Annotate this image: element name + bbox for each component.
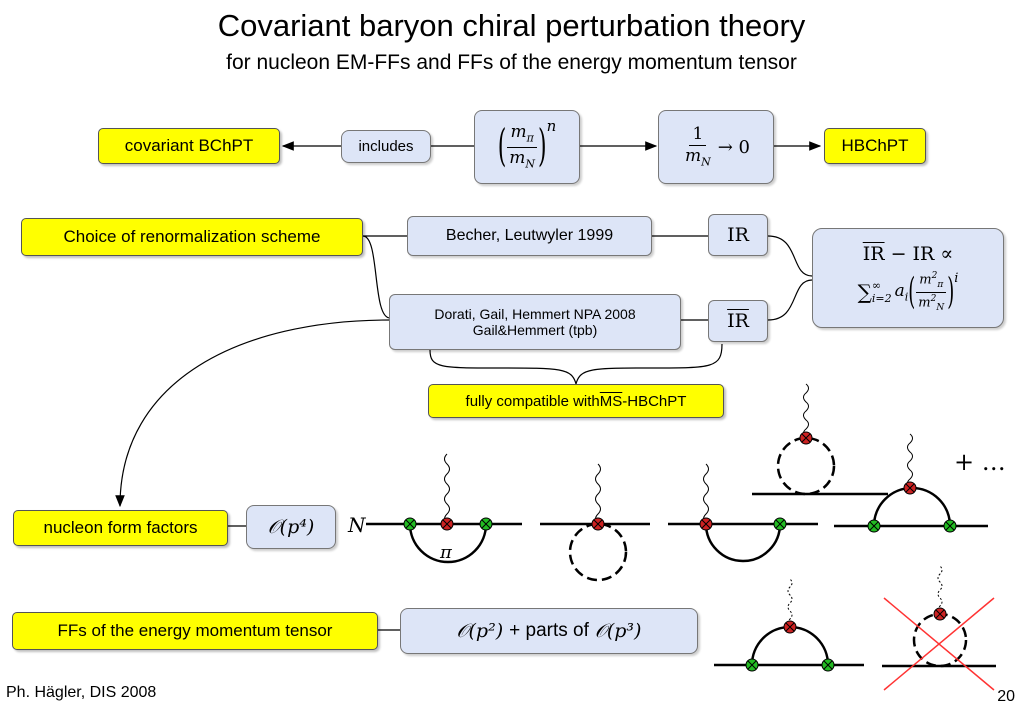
plus-dots-label: + … xyxy=(954,448,1006,476)
pion-label: π xyxy=(439,542,453,563)
vertex-red xyxy=(591,517,605,531)
vertex-red xyxy=(903,481,917,495)
ir-label: IR xyxy=(727,224,749,246)
vertex-markers xyxy=(403,431,957,672)
sum-left-paren: ( xyxy=(908,271,916,313)
renorm-choice-label: Choice of renormalization scheme xyxy=(63,227,321,246)
dorati-line2: Gail&Hemmert (tpb) xyxy=(472,322,598,338)
limit-box: 1 mN → 0 xyxy=(658,110,774,184)
ir-difference-rest: − IR ∝ xyxy=(890,243,954,266)
vertex-red xyxy=(440,517,454,531)
right-paren: ) xyxy=(538,122,547,172)
nucleon-label: N xyxy=(347,513,367,537)
ir-box: IR xyxy=(708,214,768,256)
order-p3-label: 𝒪(p³) xyxy=(594,620,642,642)
vertex-green xyxy=(479,517,493,531)
dorati-box: Dorati, Gail, Hemmert NPA 2008 Gail&Hemm… xyxy=(389,294,681,350)
sum-coefficient: a xyxy=(894,280,905,301)
limit-fraction: 1 mN xyxy=(682,124,714,170)
order-p4-box: 𝒪(p⁴) xyxy=(246,505,336,549)
nucleon-ff-box: nucleon form factors xyxy=(13,510,228,546)
ir-difference-sum: ∑ ∞ i=2 ai ( m2π m2N ) i xyxy=(858,271,959,313)
limit-denominator-sub: N xyxy=(701,155,711,169)
sum-symbol: ∑ xyxy=(857,280,872,304)
vertex-red xyxy=(799,431,813,445)
cross-line-2 xyxy=(883,597,995,691)
ratio-numerator: m xyxy=(510,122,527,143)
order-p2-box: 𝒪(p²) + parts of 𝒪(p³) xyxy=(400,608,698,654)
vertex-green xyxy=(773,517,787,531)
slide-subtitle: for nucleon EM-FFs and FFs of the energy… xyxy=(226,51,797,74)
vertex-green xyxy=(403,517,417,531)
parts-of-label: + parts of xyxy=(509,620,589,641)
sum-limits: ∞ i=2 xyxy=(872,279,892,305)
covariant-bchpt-label: covariant BChPT xyxy=(124,136,254,155)
order-p2-label: 𝒪(p²) xyxy=(456,620,504,642)
irbar-label: IR xyxy=(727,310,749,332)
mass-ratio-fraction: mπ mN xyxy=(506,123,538,170)
footer-author: Ph. Hägler, DIS 2008 xyxy=(6,684,157,701)
hbchpt-box: HBChPT xyxy=(824,128,926,164)
ratio-exponent: n xyxy=(546,117,557,135)
vertex-green xyxy=(821,658,835,672)
feynman-diagram-7 xyxy=(882,565,996,691)
limit-denominator: m xyxy=(684,146,702,167)
sum-upper: ∞ xyxy=(871,279,882,292)
becher-box: Becher, Leutwyler 1999 xyxy=(407,216,652,256)
vertex-green xyxy=(867,519,881,533)
becher-label: Becher, Leutwyler 1999 xyxy=(445,227,614,244)
vertex-green xyxy=(943,519,957,533)
hbchpt-label: HBChPT xyxy=(841,136,909,155)
feynman-diagram-1: N π xyxy=(347,453,522,564)
slide-title: Covariant baryon chiral perturbation the… xyxy=(217,8,806,43)
nucleon-ff-label: nucleon form factors xyxy=(43,518,198,537)
irbar-box: IR xyxy=(708,300,768,342)
vertex-green xyxy=(745,658,759,672)
compatible-suffix: -HBChPT xyxy=(622,392,687,410)
renorm-choice-box: Choice of renormalization scheme xyxy=(21,218,363,256)
compatible-prefix: fully compatible with xyxy=(465,392,600,410)
ir-difference-box: IR − IR ∝ ∑ ∞ i=2 ai ( m2π m2N ) i xyxy=(812,228,1004,328)
covariant-bchpt-box: covariant BChPT xyxy=(98,128,280,164)
vertex-red xyxy=(783,620,797,634)
sum-lower: i=2 xyxy=(871,292,892,305)
ir-difference-line1: IR − IR ∝ xyxy=(863,243,954,265)
sum-exponent: i xyxy=(954,271,959,287)
includes-box: includes xyxy=(341,130,431,163)
compatible-box: fully compatible with MS-HBChPT xyxy=(428,384,724,418)
compatible-ms: MS xyxy=(599,392,623,410)
vertex-red xyxy=(933,607,947,621)
order-p4-label: 𝒪(p⁴) xyxy=(267,516,315,538)
ff-emt-label: FFs of the energy momentum tensor xyxy=(57,621,333,640)
limit-arrow: → 0 xyxy=(717,136,750,158)
irbar-symbol: IR xyxy=(862,243,885,266)
page-number: 20 xyxy=(997,688,1015,705)
sum-coefficient-sub: i xyxy=(904,290,909,304)
vertex-red xyxy=(699,517,713,531)
dorati-line1: Dorati, Gail, Hemmert NPA 2008 xyxy=(434,306,636,322)
sum-fraction: m2π m2N xyxy=(915,271,947,313)
ratio-denominator-sub: N xyxy=(525,156,536,170)
limit-numerator: 1 xyxy=(689,124,707,147)
ff-emt-box: FFs of the energy momentum tensor xyxy=(12,612,378,650)
feynman-diagram-3 xyxy=(668,463,818,563)
ratio-numerator-sub: π xyxy=(526,131,534,145)
ratio-denominator: m xyxy=(509,147,526,168)
includes-label: includes xyxy=(358,138,414,155)
left-paren: ( xyxy=(497,122,507,172)
feynman-diagram-4 xyxy=(752,383,888,496)
mass-ratio-box: ( mπ mN ) n xyxy=(474,110,580,184)
sum-right-paren: ) xyxy=(947,271,955,313)
